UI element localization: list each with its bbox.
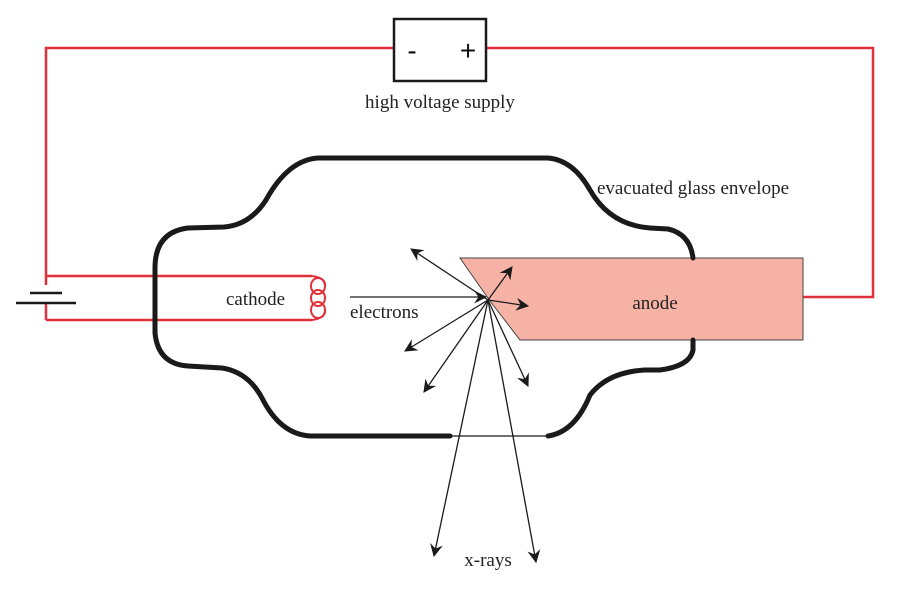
anode-label: anode: [632, 293, 677, 314]
supply-box: [392, 17, 488, 83]
scatter-arrow: [423, 299, 489, 393]
glass-envelope-upper: [152, 155, 696, 323]
cathode-coil: [310, 275, 327, 321]
supply-label: high voltage supply: [365, 92, 515, 113]
plus-terminal-label: +: [460, 35, 476, 66]
glass-envelope: [152, 155, 696, 439]
wire-left: [44, 46, 393, 285]
radiation-arrows: [350, 248, 541, 564]
minus-terminal-label: -: [407, 35, 416, 66]
glass-envelope-lower-left: [152, 317, 453, 439]
wire-right: [487, 46, 875, 299]
xray-arrow-right: [487, 299, 541, 564]
high-voltage-supply: - +: [392, 17, 488, 83]
circuit-wires: [44, 46, 875, 322]
xray-arrow-left: [430, 299, 489, 558]
battery-symbol: [16, 291, 76, 305]
glass-envelope-lower-right: [545, 337, 696, 439]
xrays-label: x-rays: [464, 550, 511, 571]
envelope-label: evacuated glass envelope: [597, 178, 789, 199]
electrons-label: electrons: [350, 302, 419, 323]
cathode-label: cathode: [226, 289, 285, 310]
scatter-arrow: [487, 299, 529, 387]
scatter-arrow: [404, 299, 489, 352]
scatter-arrow: [487, 266, 513, 301]
scatter-arrow: [410, 248, 489, 301]
scatter-arrow: [487, 297, 530, 311]
